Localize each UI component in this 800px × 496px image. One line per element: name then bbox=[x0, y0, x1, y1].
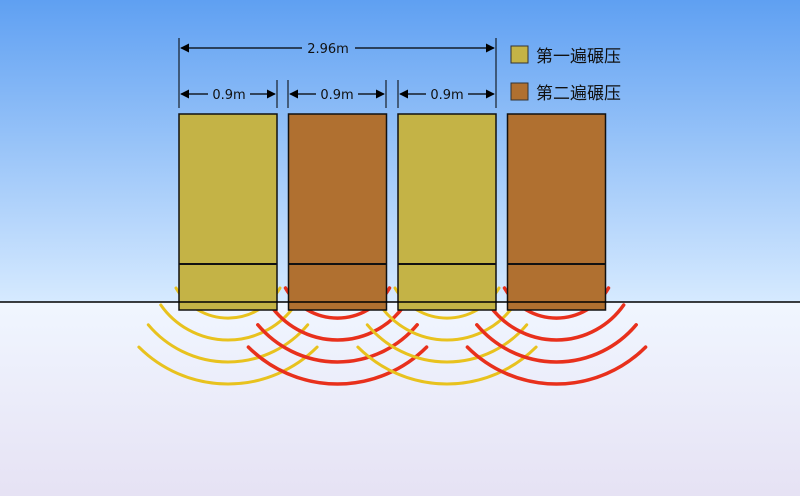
seg3-dim-label: 0.9m bbox=[430, 88, 463, 103]
wave-4-2 bbox=[487, 303, 626, 342]
seg2-dim-label: 0.9m bbox=[320, 88, 353, 103]
legend-swatch-second-pass bbox=[510, 82, 529, 101]
dimension-lines: 2.96m 0.9m 0.9m 0.9m bbox=[178, 38, 497, 108]
wave-2-3 bbox=[256, 323, 419, 364]
legend-label-first-pass: 第一遍碾压 bbox=[536, 47, 621, 67]
wave-1-4 bbox=[137, 345, 319, 386]
legend-swatch-first-pass bbox=[510, 45, 529, 64]
wave-4-3 bbox=[475, 323, 638, 364]
wave-3-3 bbox=[365, 323, 529, 364]
total-dim-label: 2.96m bbox=[307, 42, 349, 57]
wave-3-2 bbox=[378, 303, 516, 342]
roller-2 bbox=[287, 113, 388, 311]
seg1-dim-label: 0.9m bbox=[212, 88, 245, 103]
wave-2-4 bbox=[246, 345, 429, 386]
rollers-group bbox=[178, 113, 607, 311]
legend-label-second-pass: 第二遍碾压 bbox=[536, 84, 621, 104]
wave-3-4 bbox=[356, 345, 538, 386]
wave-1-3 bbox=[146, 323, 310, 364]
wave-4-4 bbox=[465, 345, 648, 386]
wave-2-2 bbox=[268, 303, 407, 342]
roller-3 bbox=[397, 113, 497, 311]
wave-1-2 bbox=[159, 303, 297, 342]
ground-background bbox=[0, 302, 800, 496]
roller-1 bbox=[178, 113, 278, 311]
legend: 第一遍碾压 第二遍碾压 bbox=[510, 45, 621, 104]
roller-4 bbox=[506, 113, 607, 311]
